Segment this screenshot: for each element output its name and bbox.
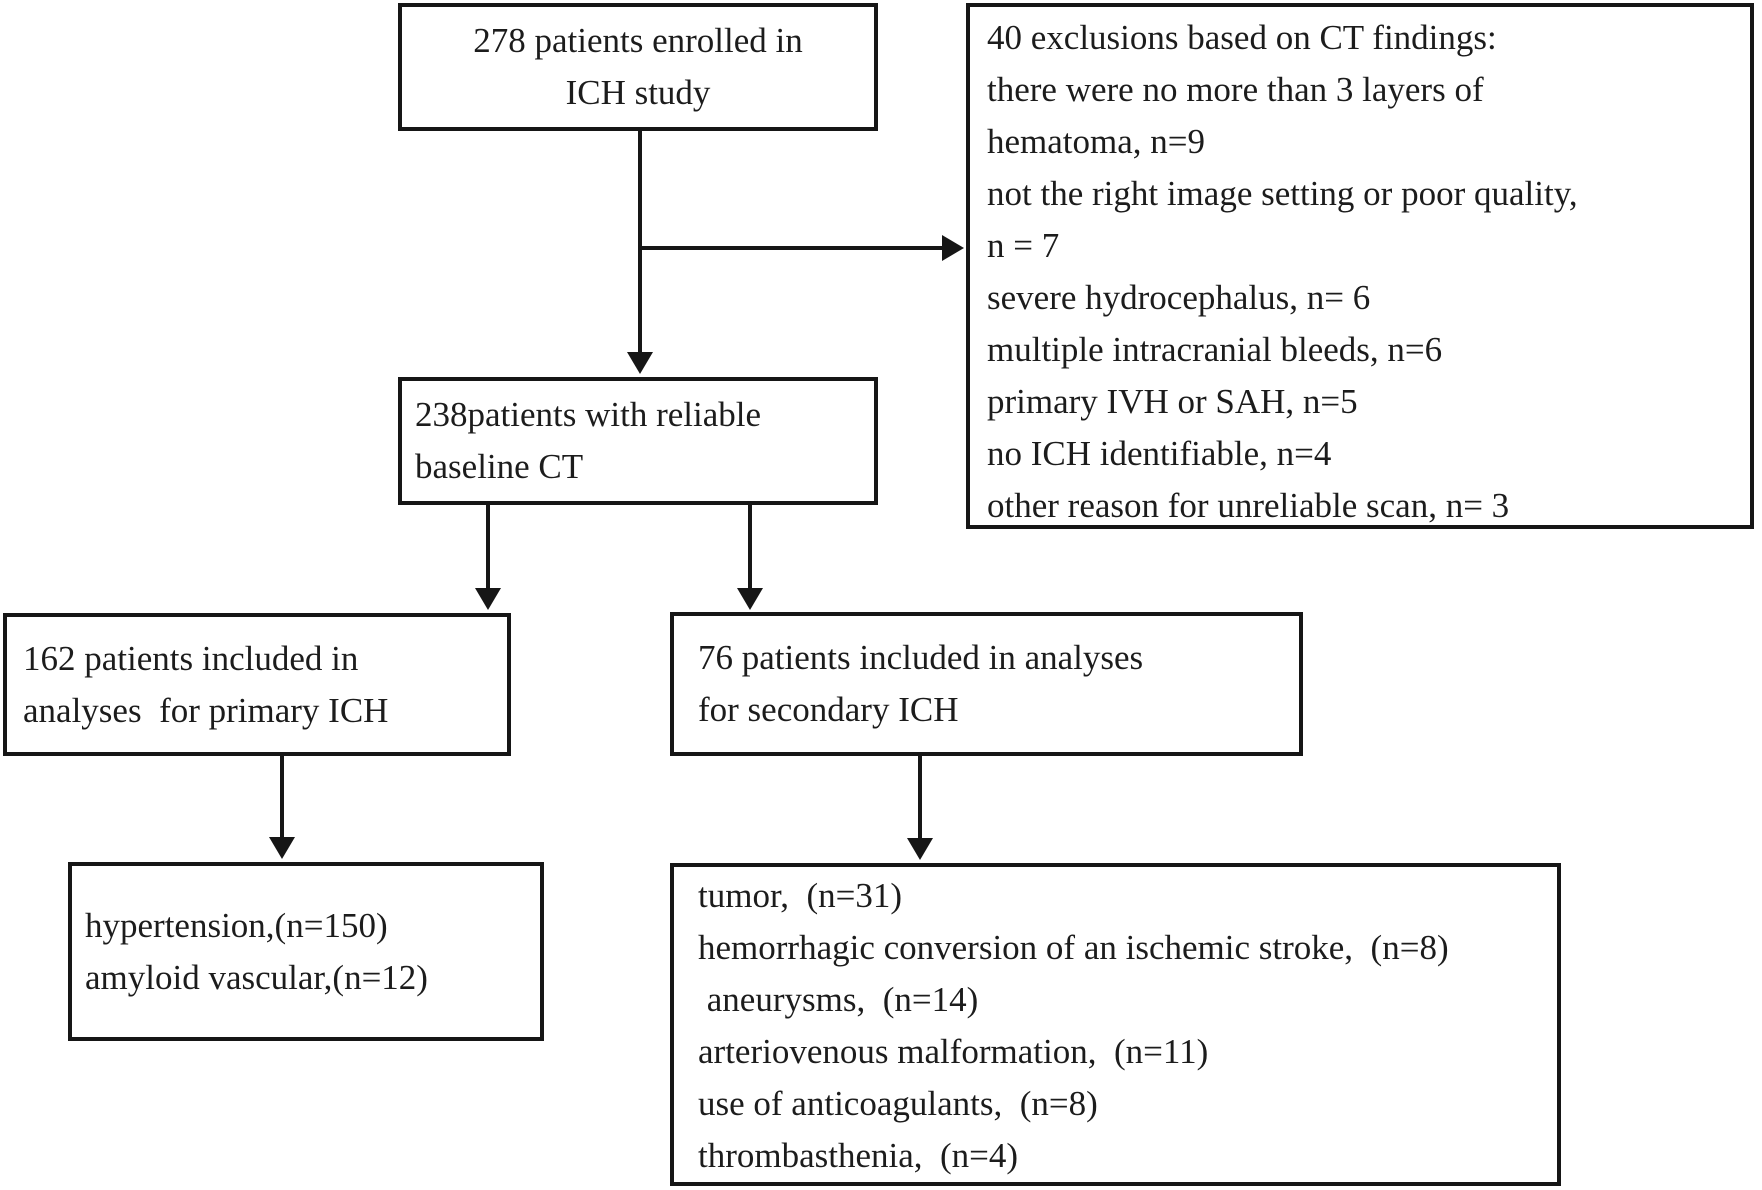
arrow-reliable-to-secondary-head-icon xyxy=(737,588,763,610)
box-secondary-causes-line: hemorrhagic conversion of an ischemic st… xyxy=(698,928,1449,967)
box-primary-causes: hypertension,(n=150) amyloid vascular,(n… xyxy=(68,862,544,1041)
box-secondary-causes-line: tumor, (n=31) xyxy=(698,876,903,915)
arrow-reliable-to-primary-head-icon xyxy=(475,588,501,610)
box-primary-line: analyses for primary ICH xyxy=(23,690,389,730)
box-enrolled-line: ICH study xyxy=(565,73,711,112)
arrow-to-exclusions-line xyxy=(640,246,942,250)
box-exclusions-line: not the right image setting or poor qual… xyxy=(987,174,1578,213)
box-exclusions-line: 40 exclusions based on CT findings: xyxy=(987,18,1497,57)
box-enrolled-line: 278 patients enrolled in xyxy=(473,21,803,60)
box-secondary-causes-line: aneurysms, (n=14) xyxy=(698,980,979,1019)
box-primary-line: 162 patients included in xyxy=(23,638,359,678)
box-exclusions-line: no ICH identifiable, n=4 xyxy=(987,434,1332,473)
arrow-primary-to-causes-line xyxy=(280,755,284,837)
arrow-secondary-to-causes-line xyxy=(918,755,922,838)
box-reliable-line: baseline CT xyxy=(415,447,584,486)
arrow-reliable-to-primary-line xyxy=(486,504,490,588)
box-exclusions-line: n = 7 xyxy=(987,226,1060,265)
box-exclusions-line: there were no more than 3 layers of xyxy=(987,70,1484,109)
box-secondary-causes-line: thrombasthenia, (n=4) xyxy=(698,1136,1019,1175)
box-exclusions-line: hematoma, n=9 xyxy=(987,122,1206,161)
box-exclusions-line: multiple intracranial bleeds, n=6 xyxy=(987,330,1443,369)
box-secondary-causes-line: arteriovenous malformation, (n=11) xyxy=(698,1032,1209,1071)
arrow-to-exclusions-head-icon xyxy=(942,235,964,261)
box-secondary-line: 76 patients included in analyses xyxy=(698,638,1144,677)
box-primary: 162 patients included in analyses for pr… xyxy=(3,613,511,756)
arrow-enrolled-to-reliable-head-icon xyxy=(627,352,653,374)
box-primary-causes-line: amyloid vascular,(n=12) xyxy=(85,957,428,997)
arrow-enrolled-to-reliable-line xyxy=(638,130,642,352)
box-secondary-causes-line: use of anticoagulants, (n=8) xyxy=(698,1084,1098,1123)
box-secondary: 76 patients included in analyses for sec… xyxy=(670,612,1303,756)
box-exclusions-line: severe hydrocephalus, n= 6 xyxy=(987,278,1371,317)
box-exclusions: 40 exclusions based on CT findings: ther… xyxy=(966,3,1754,529)
box-secondary-causes: tumor, (n=31) hemorrhagic conversion of … xyxy=(670,863,1561,1186)
box-reliable-line: 238patients with reliable xyxy=(415,395,762,434)
arrow-reliable-to-secondary-line xyxy=(748,504,752,588)
box-secondary-line: for secondary ICH xyxy=(698,690,959,729)
arrow-secondary-to-causes-head-icon xyxy=(907,838,933,860)
box-enrolled: 278 patients enrolled in ICH study xyxy=(398,3,878,131)
arrow-primary-to-causes-head-icon xyxy=(269,837,295,859)
box-exclusions-line: primary IVH or SAH, n=5 xyxy=(987,382,1358,421)
box-exclusions-line: other reason for unreliable scan, n= 3 xyxy=(987,486,1510,525)
box-reliable: 238patients with reliable baseline CT xyxy=(398,377,878,505)
box-primary-causes-line: hypertension,(n=150) xyxy=(85,905,388,945)
